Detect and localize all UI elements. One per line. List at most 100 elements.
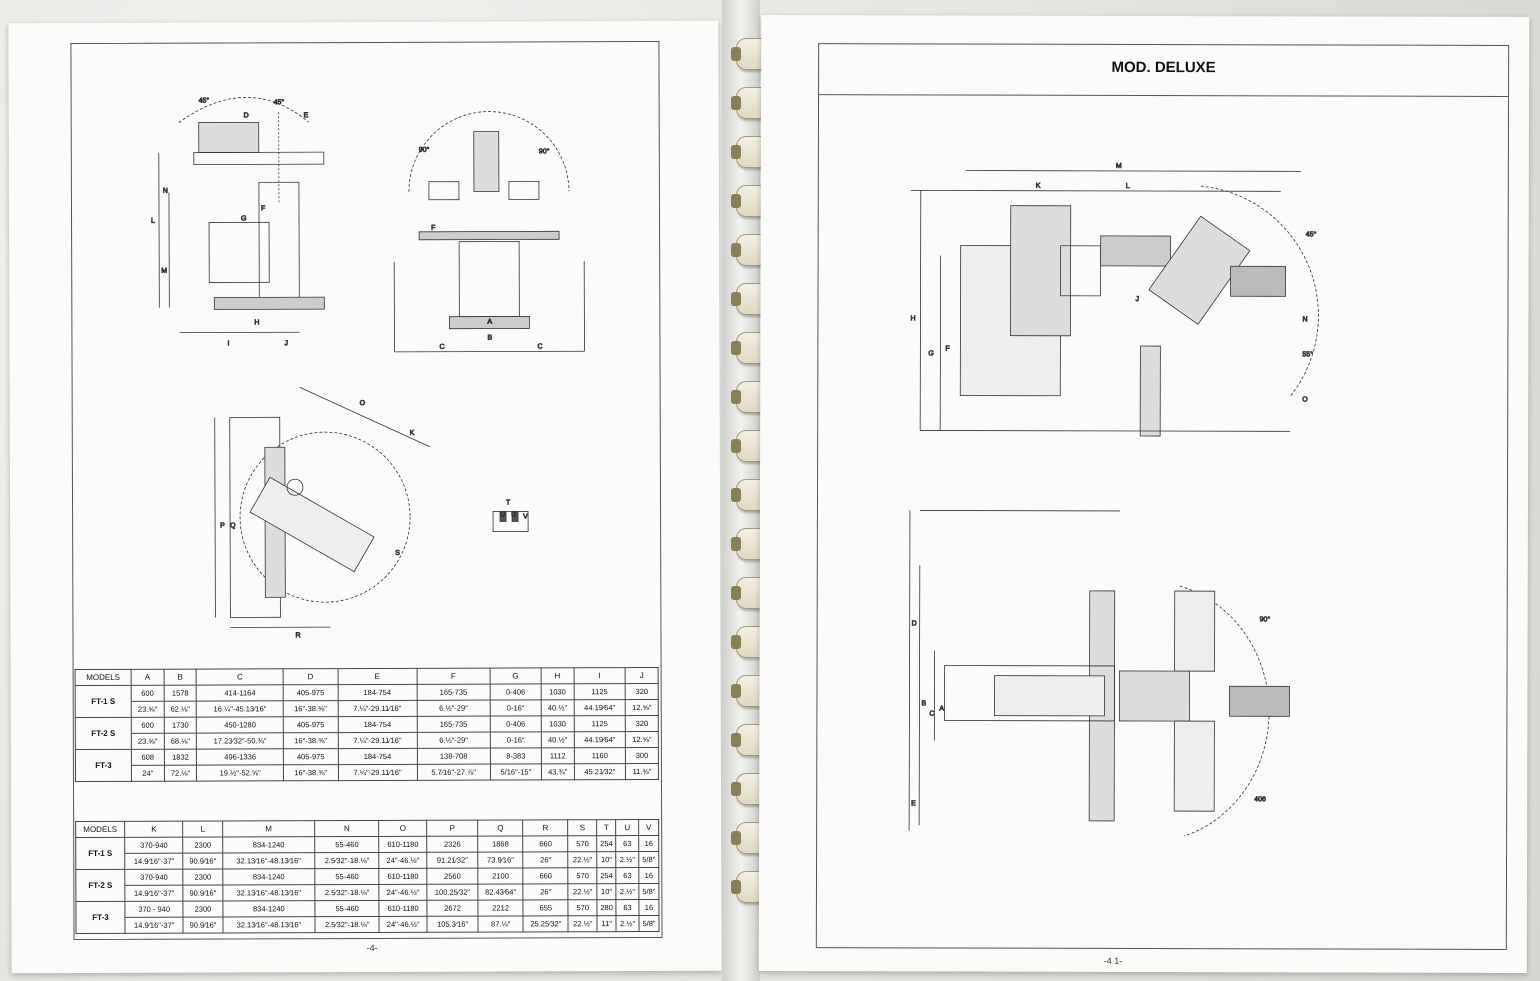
value-inch-cell: 22.½" (568, 883, 598, 900)
value-inch-cell: 5/8" (638, 851, 659, 868)
value-inch-cell: 32.13⁄16"-48.13⁄16" (222, 852, 315, 869)
table2-header: Q (477, 819, 523, 837)
deluxe-side-label-o: O (1302, 396, 1308, 403)
value-mm-cell: 16 (638, 835, 659, 852)
table2-header: P (426, 820, 478, 837)
deluxe-top-view-drawing: D B C A E 90° 406 (908, 510, 1290, 837)
value-inch-cell: 68.⅛" (164, 733, 197, 750)
tslot-label-t: T (506, 499, 511, 506)
value-mm-cell: 2100 (477, 867, 524, 885)
value-inch-cell: 5/8" (638, 915, 660, 932)
value-inch-cell: 2.½" (615, 851, 639, 868)
value-mm-cell: 138-708 (416, 748, 491, 765)
value-mm-cell: 610-1180 (379, 900, 428, 917)
right-page: MOD. DELUXE M K L H G F J 45° N 55° O (758, 14, 1530, 974)
deluxe-top-label-e: E (911, 800, 916, 807)
value-mm-cell: 1160 (574, 747, 626, 764)
table1-header: J (625, 667, 659, 684)
value-inch-cell: 19.½"-52.⅝" (196, 764, 284, 782)
table2-header: K (124, 821, 184, 838)
value-mm-cell: 405-975 (283, 716, 338, 733)
value-inch-cell: 7.¼"-29.11⁄16" (337, 764, 418, 781)
front-label-c2: C (537, 343, 542, 350)
deluxe-top-label-c: C (929, 710, 934, 717)
value-mm-cell: 2672 (426, 900, 479, 917)
value-inch-cell: 6.½"-29" (416, 700, 491, 717)
deluxe-side-label-m: M (1116, 163, 1122, 170)
value-inch-cell: 6.½"-29" (416, 732, 491, 749)
value-mm-cell: 570 (568, 835, 597, 852)
value-mm-cell: 16 (638, 899, 659, 916)
front-label-a: A (487, 319, 492, 326)
value-inch-cell: 24"-46.½" (379, 884, 427, 901)
value-inch-cell: 105.3⁄16" (427, 916, 479, 933)
value-mm-cell: 2326 (426, 836, 478, 853)
value-inch-cell: 10" (596, 851, 616, 868)
table2-header: M (222, 820, 315, 837)
table1-row: 24"72.⅛"19.½"-52.⅝"16"-38.⅜"7.¼"-29.11⁄1… (75, 763, 659, 782)
value-inch-cell: 7.¼"-29.11⁄16" (337, 700, 417, 717)
table1-header: B (163, 669, 197, 686)
value-mm-cell: 1125 (573, 683, 626, 700)
value-mm-cell: 2212 (478, 899, 524, 917)
value-inch-cell: 5.7⁄16"-27.⅞" (417, 764, 491, 781)
value-inch-cell: 44.19⁄64" (573, 699, 626, 716)
value-inch-cell: 17.23⁄32"-50.⅜" (196, 732, 284, 750)
top-label-q: Q (230, 522, 236, 529)
value-inch-cell: 7.¼"-29.11⁄16" (337, 732, 417, 749)
value-inch-cell: 2.5⁄32"-18.⅛" (314, 884, 380, 901)
value-mm-cell: 834-1240 (222, 900, 316, 917)
value-mm-cell: 184-754 (337, 684, 417, 701)
deluxe-side-label-n: N (1302, 316, 1307, 323)
value-inch-cell: 26" (523, 851, 569, 868)
value-mm-cell: 2300 (183, 868, 223, 886)
value-mm-cell: 2560 (426, 868, 478, 885)
value-inch-cell: 14.9⁄16"-37" (124, 853, 184, 870)
deluxe-top-label-b: B (921, 700, 926, 707)
model-name-cell: FT-2 S (75, 717, 132, 750)
table1-header: MODELS (75, 669, 132, 686)
value-inch-cell: 11" (597, 915, 617, 932)
value-mm-cell: 2300 (183, 837, 223, 854)
value-mm-cell: 55-460 (314, 868, 380, 885)
deluxe-side-label-f: F (945, 345, 949, 352)
deluxe-side-label-g: G (928, 350, 933, 357)
deluxe-side-label-j: J (1136, 296, 1140, 303)
model-name-cell: FT-1 S (75, 685, 132, 718)
value-inch-cell: 32.13⁄16"-48.13⁄16" (222, 884, 316, 901)
table1-header: F (416, 668, 490, 685)
value-mm-cell: 608 (131, 749, 165, 766)
value-mm-cell: 600 (131, 717, 165, 734)
value-mm-cell: 1112 (541, 747, 575, 764)
side-label-45a: 45° (199, 97, 210, 105)
value-inch-cell: 24"-46.½" (379, 852, 427, 869)
value-mm-cell: 1030 (541, 715, 574, 732)
front-label-c1: C (439, 344, 444, 351)
value-inch-cell: 14.9⁄16"-37" (125, 917, 184, 934)
front-label-90b: 90° (539, 147, 550, 155)
value-mm-cell: 63 (615, 867, 639, 884)
table2-header: U (615, 819, 639, 836)
side-label-45b: 45° (274, 98, 285, 106)
deluxe-top-label-d: D (912, 620, 917, 627)
value-mm-cell: 1868 (477, 835, 524, 853)
value-inch-cell: 40.½" (541, 699, 574, 716)
value-mm-cell: 570 (568, 899, 598, 916)
table2-row: 14.9⁄16"-37"90.9⁄16"32.13⁄16"-48.13⁄16"2… (76, 915, 660, 934)
tslot-label-v: V (523, 513, 528, 520)
value-inch-cell: 14.9⁄16"-37" (124, 885, 184, 902)
value-inch-cell: 11.⅜" (625, 763, 659, 780)
tslot-label-u1: U (500, 512, 505, 519)
value-inch-cell: 73.9⁄16" (477, 851, 524, 869)
value-mm-cell: 55-460 (315, 900, 380, 917)
deluxe-side-label-55: 55° (1302, 350, 1313, 358)
value-mm-cell: 1125 (573, 715, 626, 732)
value-mm-cell: 300 (625, 747, 659, 764)
value-inch-cell: 62.⅛" (163, 701, 197, 718)
value-mm-cell: 280 (597, 899, 617, 916)
side-label-j: J (284, 340, 288, 347)
value-inch-cell: 91.21⁄32" (426, 852, 478, 869)
value-inch-cell: 22.½" (568, 915, 598, 932)
table2-header: N (314, 820, 380, 837)
